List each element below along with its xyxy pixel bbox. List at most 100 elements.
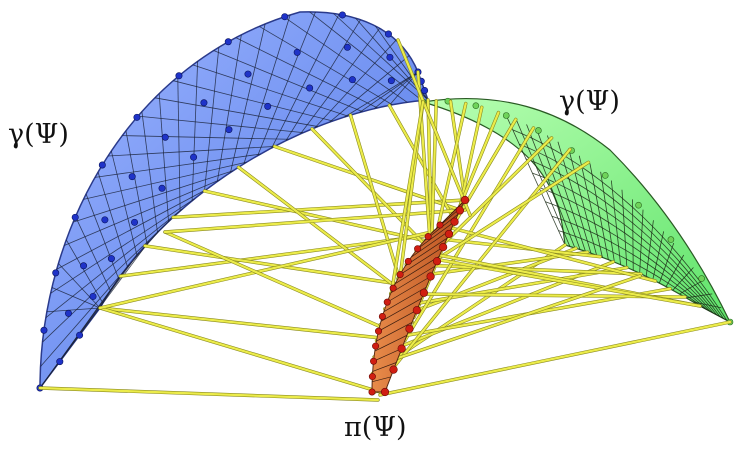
node [380, 387, 390, 397]
right-surface-label: γ(Ψ) [559, 86, 620, 117]
cable [416, 70, 432, 242]
node [52, 269, 60, 277]
mesh-line [230, 23, 266, 173]
node [386, 53, 394, 61]
center-strip [368, 195, 470, 397]
node [375, 327, 383, 335]
mesh-line [257, 11, 316, 156]
mesh-line [639, 209, 644, 274]
mesh-line [558, 230, 704, 309]
right-surface-mesh [505, 115, 731, 323]
mesh-line [390, 265, 436, 294]
node [405, 324, 414, 333]
mesh-line [417, 221, 455, 249]
mesh-line [40, 229, 160, 367]
mesh-line [45, 208, 183, 318]
mesh-line [659, 242, 675, 284]
mesh-line [373, 348, 402, 362]
mesh-line [73, 170, 234, 223]
mesh-line [204, 47, 220, 192]
cable-network [38, 38, 732, 402]
mesh-line [380, 298, 422, 322]
cable [405, 263, 643, 276]
mesh-line [693, 301, 722, 309]
node [426, 272, 435, 281]
cable [163, 230, 390, 332]
mesh-line [505, 115, 566, 246]
mesh-line [216, 34, 242, 182]
node [372, 342, 380, 350]
node [396, 271, 404, 279]
cable [437, 161, 590, 260]
node [370, 357, 378, 365]
node [158, 184, 166, 192]
cable [237, 166, 421, 306]
mesh-line [271, 14, 340, 149]
cable [378, 320, 732, 397]
mesh-line [58, 263, 101, 309]
mesh-line [235, 37, 378, 109]
mesh-line [359, 71, 419, 113]
node [244, 70, 252, 78]
node [698, 275, 705, 282]
left-surface-nodes [36, 11, 429, 392]
node [432, 257, 442, 266]
node [601, 172, 609, 179]
node [439, 243, 448, 252]
mesh-line [192, 64, 348, 117]
mesh-line [621, 189, 628, 268]
mesh-line [411, 229, 452, 258]
node [175, 72, 183, 80]
mesh-line [645, 220, 654, 277]
mesh-line [329, 55, 410, 123]
cable [394, 148, 572, 367]
node [368, 373, 376, 381]
cable [444, 136, 553, 243]
node [502, 112, 510, 119]
node [128, 173, 136, 181]
mesh-line [378, 309, 418, 332]
mesh-line [154, 97, 318, 127]
mesh-line [652, 231, 665, 280]
node [460, 195, 470, 205]
mesh-line [333, 13, 429, 101]
node [635, 201, 642, 209]
mesh-line [300, 28, 380, 135]
mesh-line [309, 11, 423, 101]
cable [438, 258, 702, 308]
mesh-line [107, 146, 275, 157]
mesh-line [551, 215, 707, 310]
mesh-line [314, 39, 397, 128]
mesh-line [64, 179, 221, 246]
cable [389, 292, 687, 299]
mesh-line [699, 305, 731, 323]
mesh-line [372, 362, 397, 372]
node [378, 312, 386, 320]
mesh-line [536, 129, 581, 250]
mesh-line [395, 256, 440, 284]
mesh-line [137, 115, 304, 134]
mesh-line [141, 111, 158, 233]
node [397, 344, 406, 353]
node [389, 365, 398, 374]
mesh-line [374, 71, 419, 109]
mesh-line [399, 246, 444, 275]
node [264, 102, 272, 110]
cable [163, 208, 467, 234]
node [293, 48, 301, 56]
node [89, 292, 97, 300]
node [412, 306, 421, 315]
node [131, 218, 139, 226]
mesh-line [283, 16, 408, 103]
node [225, 126, 233, 134]
mesh-line [56, 188, 208, 270]
node [190, 153, 198, 161]
mesh-line [547, 135, 586, 252]
mesh-line [600, 171, 615, 263]
mesh-line [259, 26, 393, 106]
mesh-line [686, 293, 713, 299]
mesh-line [110, 150, 138, 256]
cable [449, 100, 467, 202]
mesh-line [568, 148, 598, 256]
